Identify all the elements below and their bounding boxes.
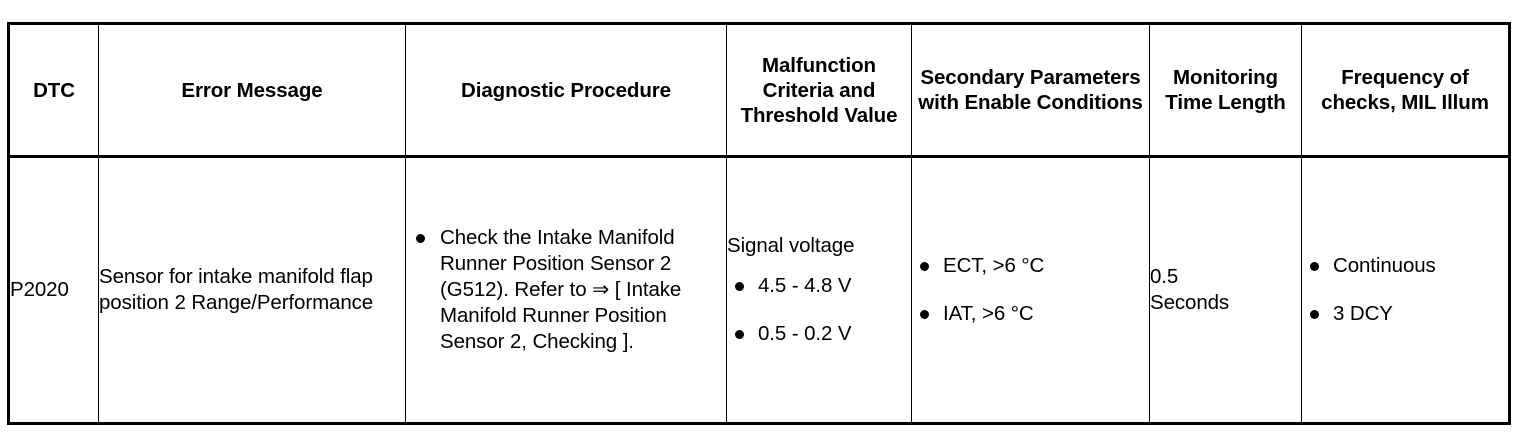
column-header-monitoring-time-length: Monitoring Time Length (1149, 23, 1302, 158)
dtc-code: P2020 (10, 278, 69, 301)
error-message-text: Sensor for intake manifold flap position… (99, 265, 374, 314)
column-header-diagnostic-procedure: Diagnostic Procedure (405, 23, 727, 158)
table-header-row: DTC Error Message Diagnostic Procedure M… (8, 23, 1510, 158)
list-item: Check the Intake Manifold Runner Positio… (406, 225, 726, 355)
list-item: IAT, >6 °C (912, 301, 1149, 327)
table-header: DTC Error Message Diagnostic Procedure M… (8, 23, 1510, 158)
cell-dtc: P2020 (8, 156, 99, 424)
column-header-secondary-parameters: Secondary Parameters with Enable Conditi… (911, 23, 1150, 158)
cell-diagnostic-procedure: Check the Intake Manifold Runner Positio… (405, 156, 727, 424)
column-header-malfunction-criteria: Malfunction Criteria and Threshold Value (726, 23, 912, 158)
list-item: 3 DCY (1302, 301, 1508, 327)
list-item: 0.5 - 0.2 V (727, 321, 911, 347)
frequency-checks-list: Continuous 3 DCY (1302, 253, 1508, 327)
list-item: ECT, >6 °C (912, 253, 1149, 279)
monitoring-time-length-text: 0.5 Seconds (1150, 265, 1230, 314)
list-item: Continuous (1302, 253, 1508, 279)
cell-malfunction-criteria: Signal voltage 4.5 - 4.8 V 0.5 - 0.2 V (726, 156, 912, 424)
dtc-specification-table: DTC Error Message Diagnostic Procedure M… (7, 22, 1511, 425)
secondary-parameters-list: ECT, >6 °C IAT, >6 °C (912, 253, 1149, 327)
column-header-error-message: Error Message (98, 23, 406, 158)
diagnostic-procedure-list: Check the Intake Manifold Runner Positio… (406, 225, 726, 355)
table-body: P2020 Sensor for intake manifold flap po… (8, 156, 1510, 424)
column-header-frequency-checks-mil: Frequency of checks, MIL Illum (1301, 23, 1510, 158)
cell-secondary-parameters: ECT, >6 °C IAT, >6 °C (911, 156, 1150, 424)
cell-frequency-checks-mil: Continuous 3 DCY (1301, 156, 1510, 424)
list-item: 4.5 - 4.8 V (727, 273, 911, 299)
malfunction-criteria-list: 4.5 - 4.8 V 0.5 - 0.2 V (727, 273, 911, 347)
cell-error-message: Sensor for intake manifold flap position… (98, 156, 406, 424)
column-header-dtc: DTC (8, 23, 99, 158)
table-row: P2020 Sensor for intake manifold flap po… (8, 156, 1510, 424)
cell-monitoring-time-length: 0.5 Seconds (1149, 156, 1302, 424)
malfunction-criteria-heading: Signal voltage (727, 234, 855, 257)
